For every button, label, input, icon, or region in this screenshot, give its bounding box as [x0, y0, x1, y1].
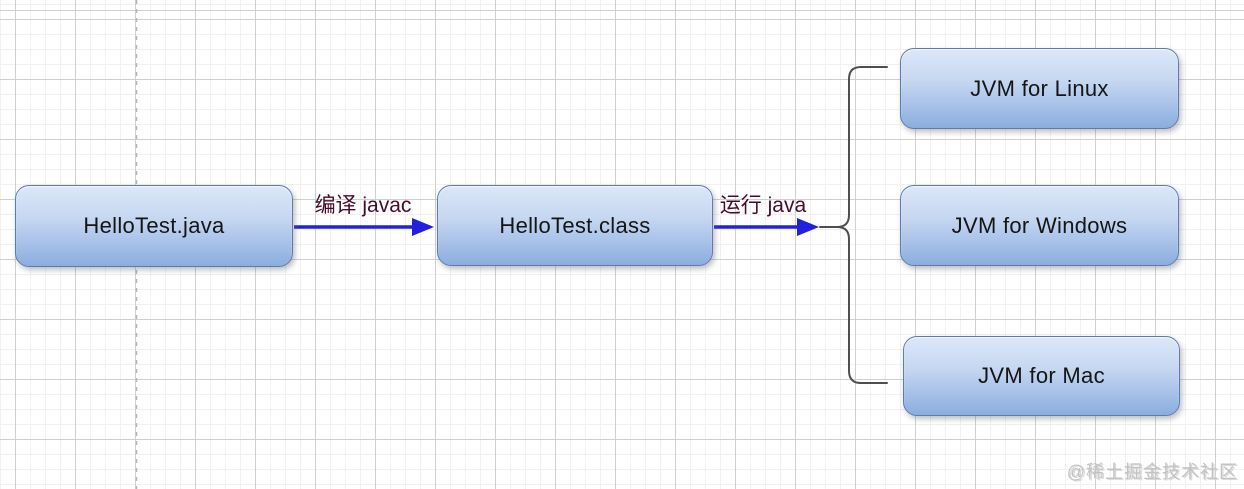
bracket-lower-branch — [836, 226, 888, 384]
arrow-run — [714, 218, 819, 236]
node-jvm-windows: JVM for Windows — [900, 185, 1179, 266]
edge-label-run: 运行 java — [719, 194, 807, 217]
watermark-text: @稀土掘金技术社区 — [1066, 462, 1238, 482]
arrow-compile — [294, 218, 434, 236]
branch-bracket — [819, 66, 888, 384]
node-label: JVM for Mac — [978, 363, 1105, 388]
node-hellotest-class: HelloTest.class — [437, 185, 713, 266]
arrowhead-run — [797, 218, 819, 236]
node-hellotest-java: HelloTest.java — [15, 185, 293, 267]
node-jvm-linux: JVM for Linux — [900, 48, 1179, 129]
node-jvm-mac: JVM for Mac — [903, 336, 1180, 416]
edge-label-compile: 编译 javac — [314, 194, 412, 217]
node-label: JVM for Windows — [951, 212, 1128, 238]
bracket-upper-branch — [819, 66, 888, 228]
node-label: HelloTest.class — [499, 212, 651, 238]
arrowhead-compile — [412, 218, 434, 236]
node-label: HelloTest.java — [83, 213, 225, 238]
node-label: JVM for Linux — [970, 75, 1109, 101]
